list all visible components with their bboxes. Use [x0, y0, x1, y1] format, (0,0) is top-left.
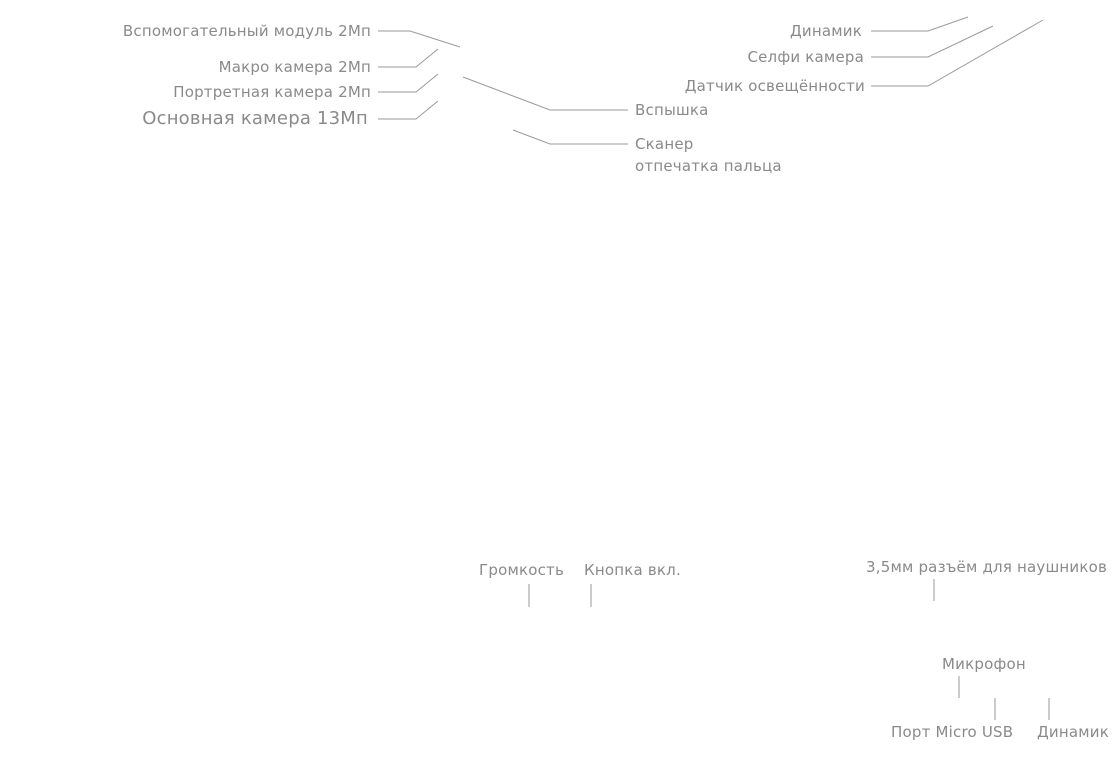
leader-aux-module [378, 30, 461, 48]
label-headphone-jack: 3,5мм разъём для наушников [866, 558, 1108, 576]
label-aux-module: Вспомогательный модуль 2Мп [122, 22, 371, 40]
label-microphone: Микрофон [942, 655, 1026, 673]
leader-portrait [378, 73, 439, 93]
leader-scanner [512, 129, 628, 145]
label-volume: Громкость [479, 561, 565, 579]
label-scanner-line1: Сканер [635, 135, 694, 153]
label-power-button: Кнопка вкл. [584, 561, 681, 579]
label-light-sensor: Датчик освещённости [684, 77, 865, 95]
label-bottom-speaker: Динамик [1037, 723, 1109, 741]
leader-flash [462, 76, 628, 111]
label-macro-camera: Макро камера 2Мп [218, 58, 371, 76]
leader-selfie [871, 25, 994, 58]
leader-front-speaker [871, 16, 969, 32]
label-selfie-camera: Селфи камера [747, 48, 864, 66]
label-front-speaker: Динамик [790, 22, 862, 40]
label-usb-port: Порт Micro USB [891, 723, 1014, 741]
label-scanner-line2: отпечатка пальца [635, 157, 782, 175]
label-portrait-camera: Портретная камера 2Мп [173, 83, 371, 101]
label-flash: Вспышка [635, 101, 709, 119]
leader-macro [378, 48, 439, 68]
leader-main-camera [378, 100, 439, 120]
label-main-camera: Основная камера 13Мп [142, 108, 368, 129]
leader-light-sensor [871, 19, 1044, 87]
